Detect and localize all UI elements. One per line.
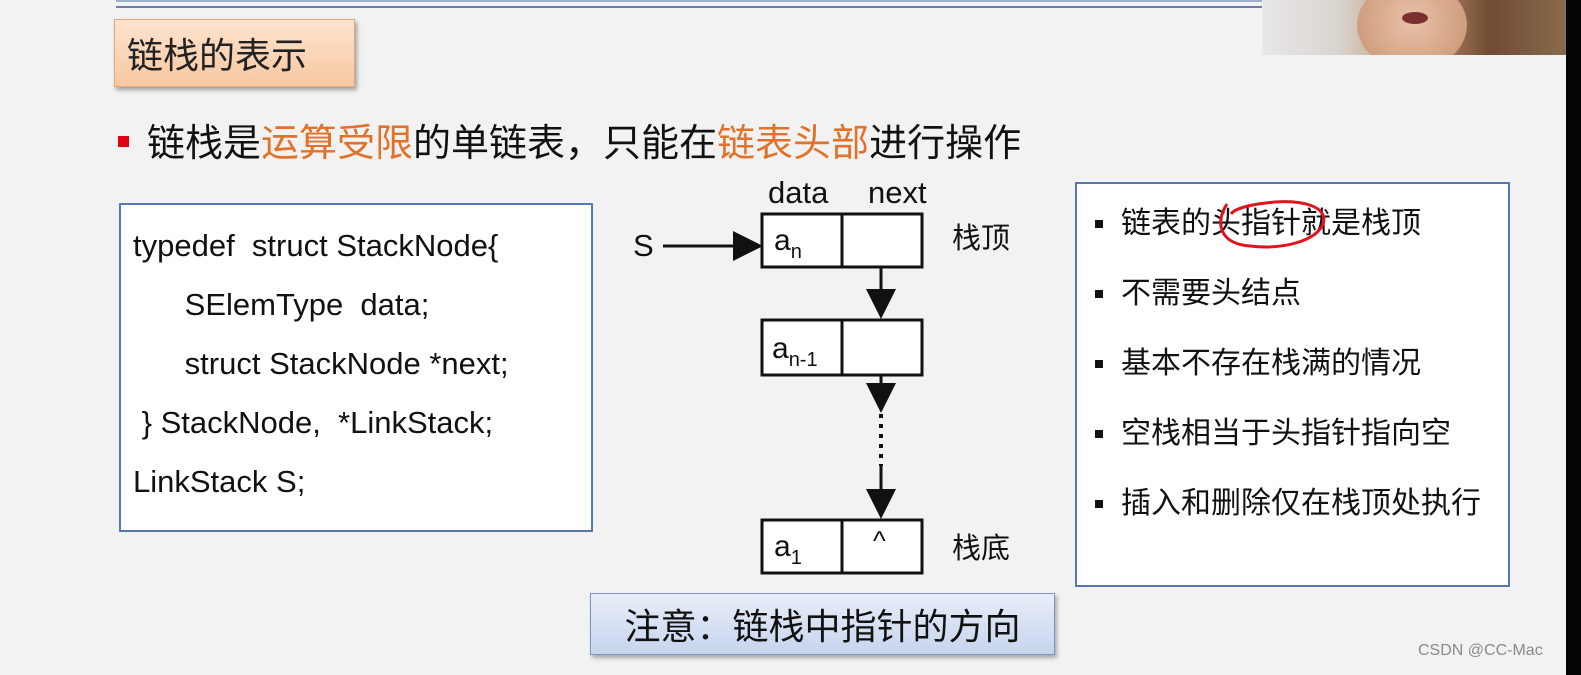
code-line: SElemType data; — [133, 287, 430, 322]
pointer-s-label: S — [633, 228, 654, 263]
main-bullet-highlight-2: 链表头部 — [717, 121, 870, 165]
scrollbar[interactable] — [1566, 0, 1581, 675]
list-item-text: 不需要头结点 — [1121, 276, 1301, 311]
note-box: 注意：链栈中指针的方向 — [590, 593, 1055, 655]
code-line: } StackNode, *LinkStack; — [133, 405, 494, 440]
bullet-square-icon — [1095, 220, 1103, 228]
properties-box: 链表的头指针就是栈顶 不需要头结点 基本不存在栈满的情况 空栈相当于头指针指向空… — [1075, 182, 1510, 587]
linked-stack-diagram: data next S an 栈顶 an-1 a1 ^ 栈底 — [633, 175, 1010, 575]
top-rule — [116, 0, 1266, 8]
list-item: 基本不存在栈满的情况 — [1091, 342, 1494, 386]
code-line: typedef struct StackNode{ — [133, 228, 499, 263]
bullet-square-icon — [118, 136, 129, 147]
code-line: LinkStack S; — [133, 464, 306, 499]
list-item: 不需要头结点 — [1091, 272, 1494, 316]
header-data-label: data — [768, 175, 829, 210]
null-pointer-symbol: ^ — [873, 526, 886, 556]
stack-top-label: 栈顶 — [952, 222, 1010, 255]
webcam-overlay — [1262, 0, 1566, 55]
code-box: typedef struct StackNode{ SElemType data… — [119, 203, 593, 532]
main-bullet-middle: 的单链表，只能在 — [413, 121, 718, 165]
bullet-square-icon — [1095, 430, 1103, 438]
slide-title-text: 链栈的表示 — [127, 36, 308, 77]
main-bullet-prefix: 链栈是 — [147, 121, 262, 165]
main-bullet: 链栈是运算受限的单链表，只能在链表头部进行操作 — [118, 112, 1021, 167]
node-second-data: an-1 — [772, 332, 818, 371]
main-bullet-suffix: 进行操作 — [869, 121, 1022, 165]
code-line: struct StackNode *next; — [133, 346, 509, 381]
presenter-mouth — [1402, 12, 1428, 24]
main-bullet-highlight-1: 运算受限 — [261, 121, 414, 165]
list-item-text: 插入和删除仅在栈顶处执行 — [1121, 486, 1481, 521]
red-circle-annotation — [1219, 200, 1326, 249]
list-item-text: 基本不存在栈满的情况 — [1121, 346, 1421, 381]
stack-bottom-label: 栈底 — [952, 532, 1010, 565]
bullet-square-icon — [1095, 290, 1103, 298]
list-item: 插入和删除仅在栈顶处执行 — [1091, 482, 1494, 526]
list-item-text: 空栈相当于头指针指向空 — [1121, 416, 1451, 451]
node-bottom-data: a1 — [774, 530, 802, 569]
list-item-text: 链表的头指针就是栈顶 — [1121, 206, 1421, 241]
slide-title: 链栈的表示 — [114, 19, 355, 87]
bullet-square-icon — [1095, 500, 1103, 508]
list-item: 空栈相当于头指针指向空 — [1091, 412, 1494, 456]
bullet-square-icon — [1095, 360, 1103, 368]
node-top: an — [760, 212, 924, 269]
node-bottom: a1 ^ — [760, 518, 924, 575]
node-second: an-1 — [760, 318, 924, 377]
node-top-data: an — [774, 224, 802, 263]
list-item: 链表的头指针就是栈顶 — [1091, 202, 1494, 246]
header-next-label: next — [868, 175, 927, 210]
watermark: CSDN @CC-Mac — [1418, 642, 1543, 659]
note-text: 注意：链栈中指针的方向 — [624, 607, 1021, 648]
presenter-face — [1357, 0, 1467, 55]
